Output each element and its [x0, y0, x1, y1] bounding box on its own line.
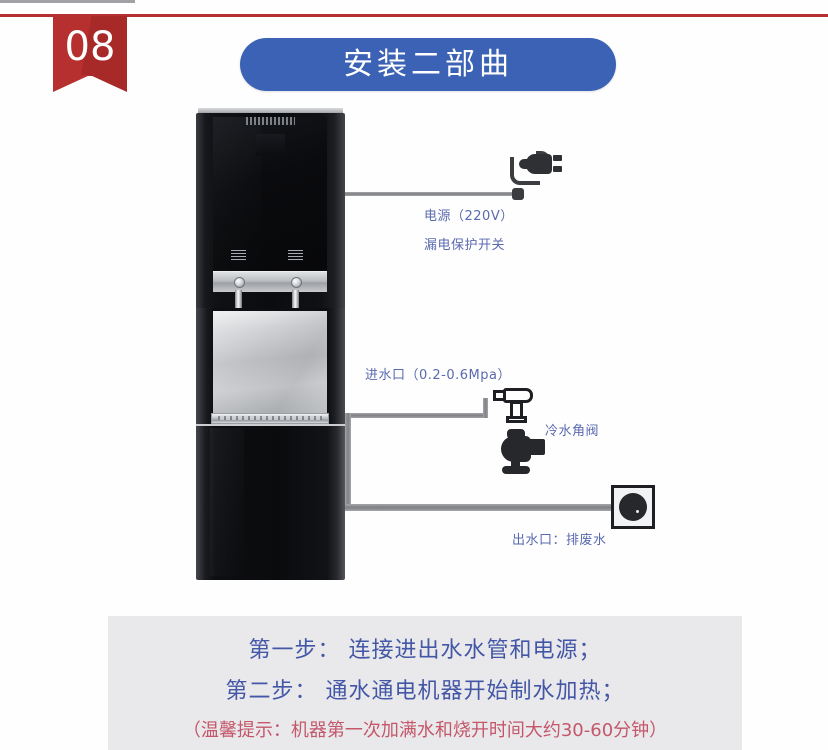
machine-top-cap	[198, 108, 343, 114]
badge-ribbon-tail	[53, 75, 127, 92]
plug-nose	[519, 159, 531, 169]
inlet-pipe-vertical	[483, 398, 488, 418]
valve-leader-line	[0, 0, 135, 3]
step-number-label: 08	[64, 24, 116, 70]
drain-pipe-riser	[345, 413, 351, 511]
label-cold-water-valve: 冷水角阀	[545, 424, 600, 439]
faucet-knob-right	[291, 277, 302, 288]
label-leakage-protection-switch: 漏电保护开关	[424, 238, 506, 253]
valve-body	[501, 436, 531, 462]
pipe-fitting-icon	[493, 388, 537, 426]
power-cord-line	[345, 192, 515, 196]
valve-handle	[507, 429, 525, 439]
valve-stem	[511, 459, 520, 467]
dispense-button-left	[231, 250, 246, 261]
angle-valve-icon	[495, 428, 551, 476]
drain-pipe-horizontal	[345, 504, 615, 511]
dispense-button-right	[288, 250, 303, 261]
floor-drain-icon	[611, 485, 655, 529]
plug-body	[526, 154, 552, 174]
machine-steel-sheen	[213, 311, 327, 417]
plug-prong-bottom	[553, 166, 562, 172]
page-title: 安装二部曲	[343, 47, 513, 82]
section-title-pill: 安装二部曲	[240, 38, 616, 91]
top-red-divider	[0, 14, 828, 17]
power-plug-icon	[508, 148, 564, 192]
plug-prong-top	[553, 155, 562, 161]
label-power-supply: 电源（220V）	[424, 209, 514, 224]
drain-opening	[619, 493, 647, 521]
machine-drip-tray-grill	[218, 416, 322, 420]
label-drain-outlet: 出水口：排废水	[512, 533, 607, 548]
machine-lower-reflection	[210, 428, 244, 576]
drain-center-dot	[636, 510, 639, 513]
brand-logo	[246, 117, 295, 125]
water-dispenser-illustration	[196, 108, 345, 580]
valve-outlet-port	[528, 439, 545, 455]
instructions-panel: 第一步： 连接进出水水管和电源； 第二步： 通水通电机器开始制水加热； （温馨提…	[108, 616, 742, 750]
instruction-step-1: 第一步： 连接进出水水管和电源；	[248, 638, 602, 663]
faucet-knob-left	[234, 277, 245, 288]
machine-glass-reflection	[213, 117, 261, 273]
valve-base	[502, 466, 530, 474]
inlet-pipe-horizontal	[345, 413, 487, 418]
machine-faucet-panel	[213, 271, 327, 292]
machine-cabinet-seam	[196, 424, 345, 426]
fitting-foot	[506, 416, 527, 423]
power-cord-connector-dot	[512, 188, 524, 200]
machine-steel-alcove	[213, 311, 327, 417]
instruction-warm-tip: （温馨提示：机器第一次加满水和烧开时间大约30-60分钟）	[182, 720, 668, 741]
badge-body	[53, 16, 127, 76]
step-number-badge: 08	[53, 16, 127, 92]
instruction-step-2: 第二步： 通水通电机器开始制水加热；	[225, 679, 625, 704]
machine-lower-cabinet	[196, 424, 345, 580]
label-water-inlet: 进水口（0.2-0.6Mpa）	[365, 368, 511, 383]
machine-display-screen	[256, 134, 285, 156]
plug-cord-curve	[510, 157, 540, 185]
